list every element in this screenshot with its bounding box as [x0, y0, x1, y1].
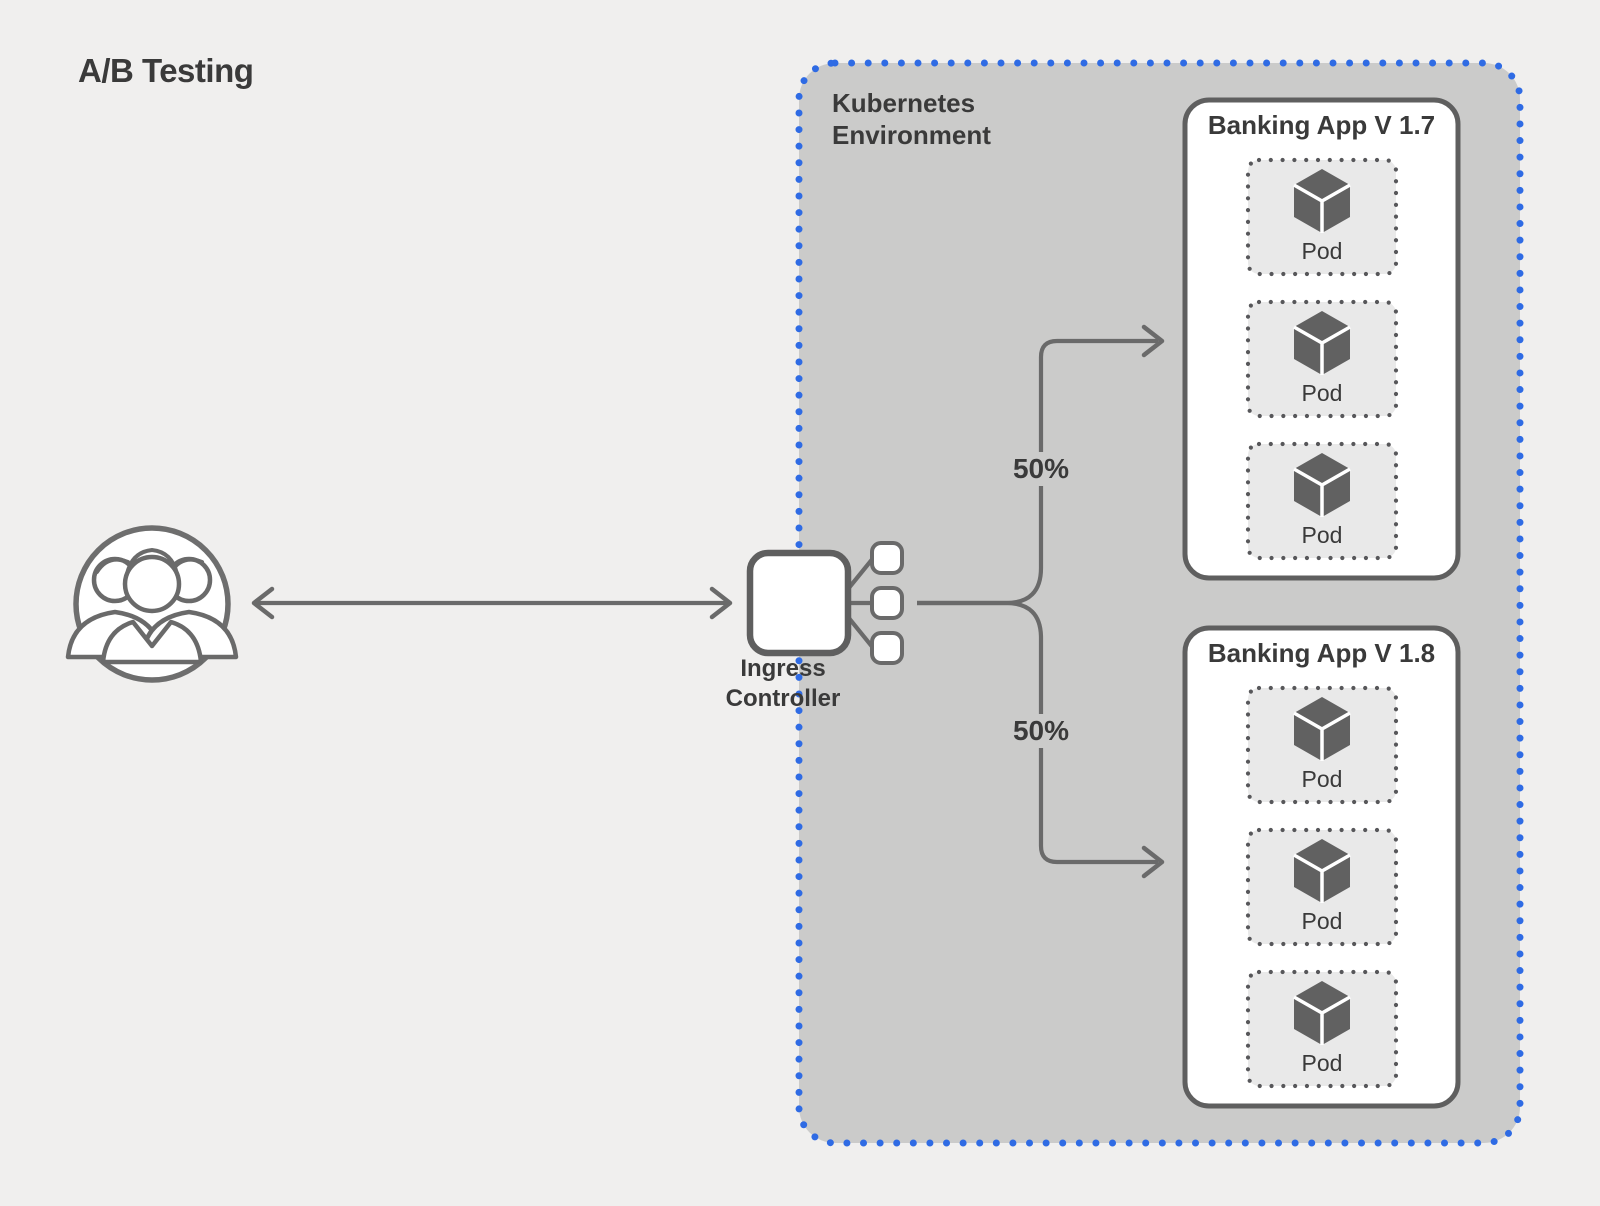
- ingress-controller-icon: [746, 541, 904, 665]
- arrowhead-icon: [709, 586, 733, 620]
- pod-label: Pod: [1301, 380, 1343, 406]
- pod-label: Pod: [1301, 1050, 1343, 1076]
- kubernetes-environment-label: Kubernetes Environment: [832, 88, 991, 150]
- users-icon: [65, 525, 239, 683]
- traffic-percent-v17: 50%: [986, 452, 1096, 486]
- pod-label: Pod: [1301, 766, 1343, 792]
- traffic-percent-v18: 50%: [986, 714, 1096, 748]
- pod-label: Pod: [1301, 238, 1343, 264]
- ingress-port: [870, 586, 904, 620]
- ingress-port: [870, 631, 904, 665]
- page-title: A/B Testing: [78, 52, 254, 89]
- pod-label: Pod: [1301, 908, 1343, 934]
- ingress-controller-label: Ingress Controller: [725, 655, 841, 712]
- pod-label: Pod: [1301, 522, 1343, 548]
- arrowhead-icon: [251, 586, 275, 620]
- ingress-fanout-lines: [846, 555, 876, 651]
- traffic-percent-value: 50%: [1006, 452, 1076, 486]
- ingress-port: [870, 541, 904, 575]
- pod-box: [1245, 299, 1399, 419]
- pod-box: [1245, 441, 1399, 561]
- app-title-v17: Banking App V 1.7: [1207, 110, 1436, 140]
- pod-box: [1245, 157, 1399, 277]
- pod-box: [1245, 827, 1399, 947]
- pod-box: [1245, 969, 1399, 1089]
- traffic-percent-value: 50%: [1006, 714, 1076, 748]
- arrowhead-icon: [1141, 845, 1165, 879]
- app-title-v18: Banking App V 1.8: [1207, 638, 1436, 668]
- ingress-node: [746, 549, 852, 657]
- pod-box: [1245, 685, 1399, 805]
- banking-app-v18-box: [1182, 625, 1461, 1109]
- arrowhead-icon: [1141, 324, 1165, 358]
- banking-app-v17-box: [1182, 97, 1461, 581]
- users-ingress-arrow: [251, 586, 733, 620]
